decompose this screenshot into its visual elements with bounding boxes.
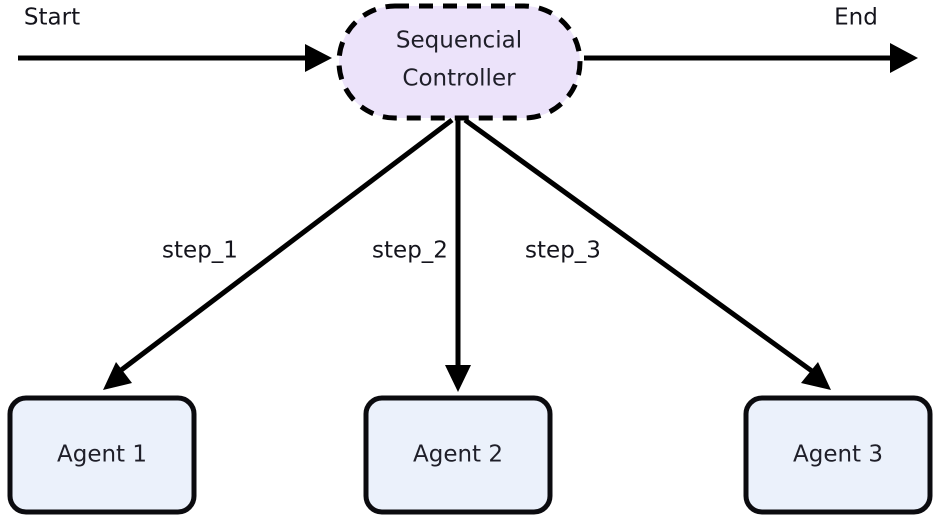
edge-controller-to-agent1-line (114, 118, 454, 376)
node-agent-1[interactable]: Agent 1 (7, 395, 197, 515)
edge-controller-to-agent2 (445, 120, 471, 392)
arrowhead-into-agent1 (103, 362, 132, 390)
arrowhead-into-end (890, 43, 918, 73)
arrowhead-into-agent3 (801, 362, 831, 390)
agent-3-label: Agent 3 (793, 442, 883, 468)
edge-label-step-2: step_2 (372, 238, 448, 264)
controller-shape[interactable] (336, 3, 583, 121)
edge-start-to-controller (18, 44, 332, 72)
agent-1-label: Agent 1 (57, 442, 147, 468)
agent-1-shape[interactable] (7, 395, 197, 515)
controller-label-line-1: Sequencial (396, 28, 522, 54)
edge-controller-to-agent3 (463, 117, 831, 390)
start-label: Start (24, 5, 80, 31)
node-agent-2[interactable]: Agent 2 (363, 395, 553, 515)
node-agent-3[interactable]: Agent 3 (743, 395, 933, 515)
end-label: End (834, 5, 878, 31)
edge-controller-to-agent1 (103, 118, 454, 390)
edge-label-step-3: step_3 (525, 238, 601, 264)
agent-2-shape[interactable] (363, 395, 553, 515)
edge-label-step-1: step_1 (162, 238, 238, 264)
node-sequencial-controller[interactable]: Sequencial Controller (336, 3, 583, 121)
edge-controller-to-agent3-line (463, 117, 818, 377)
agent-3-shape[interactable] (743, 395, 933, 515)
agent-2-label: Agent 2 (413, 442, 503, 468)
arrowhead-into-agent2 (445, 365, 471, 392)
arrowhead-into-controller (305, 44, 332, 72)
controller-label-line-2: Controller (402, 66, 516, 92)
edge-controller-to-end (584, 43, 918, 73)
